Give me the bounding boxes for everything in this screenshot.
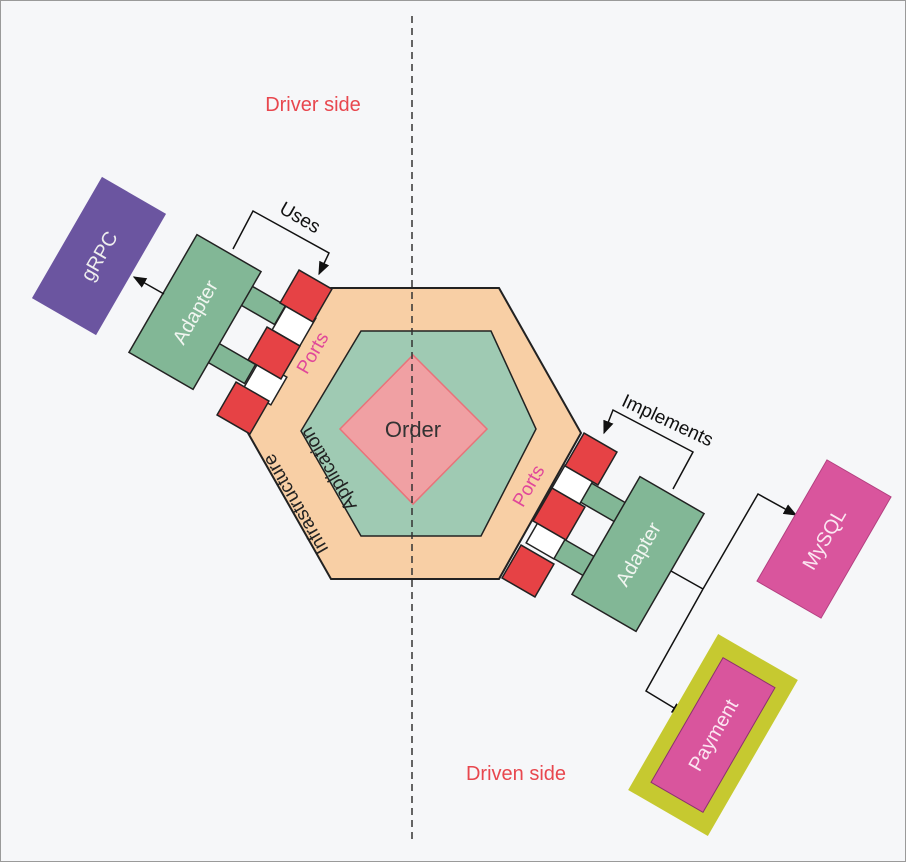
payment-arrow [644,588,704,715]
payment-box: Payment [628,634,798,836]
port-square [247,326,301,380]
mysql-box: MySQL [756,459,892,619]
order-diamond [338,353,489,506]
port-square [279,269,333,323]
adapter-left: Adapter [127,233,263,391]
right-port-connectors [501,432,630,598]
driver-side-label: Driver side [265,94,361,116]
adapter-right: Adapter [570,475,706,633]
implements-arrow [603,408,695,490]
port-square [501,544,555,598]
order-label: Order [385,417,441,442]
uses-label: Uses [276,198,324,238]
port-square [216,381,270,435]
driven-side-label: Driven side [466,763,566,785]
adapter-to-junction-line [670,570,704,590]
adapter-to-grpc-arrow [132,276,165,295]
grpc-box: gRPC [31,176,167,336]
mysql-arrow [702,492,798,590]
port-square [564,432,618,486]
uses-arrow [232,209,330,276]
port-square [532,487,586,541]
